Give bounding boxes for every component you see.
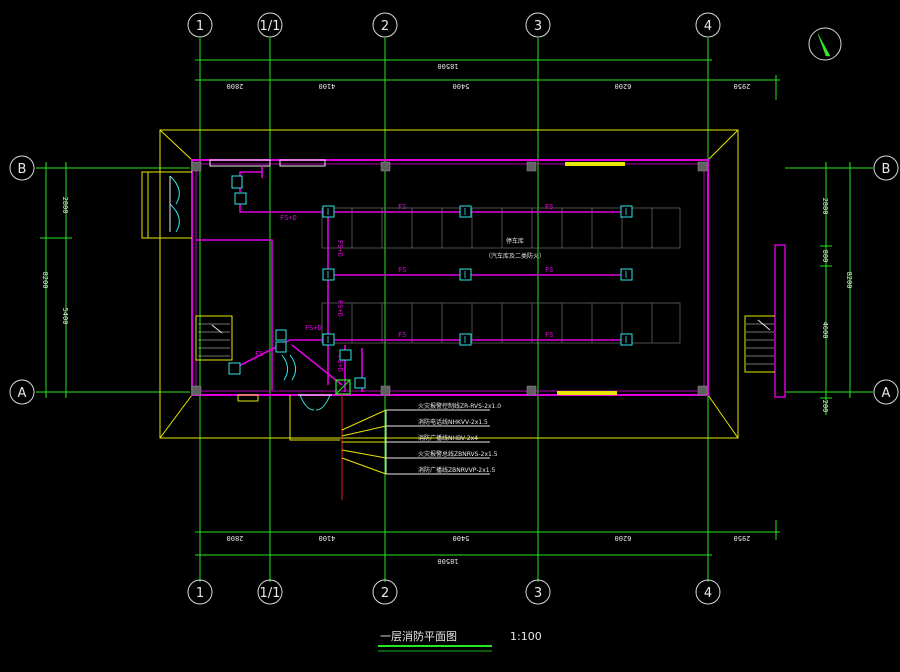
parking-stalls: 停车库 （汽车库及二类防火）: [321, 207, 681, 344]
window-bottom: [557, 391, 617, 395]
axis-1-bottom: 1: [196, 586, 204, 601]
right-stair: [744, 244, 786, 398]
bottom-door: [289, 394, 340, 441]
roof-outline: [159, 129, 739, 439]
right-dim-1: 2800: [821, 198, 829, 215]
right-dimension-lines: [820, 162, 851, 415]
left-dim-1: 2800: [61, 197, 69, 214]
bottom-dim-3: 5400: [453, 534, 470, 542]
pipe-label-fs-4: FS: [545, 266, 553, 274]
bottom-dim-2: 4100: [319, 534, 336, 542]
legend-item-4: 火灾报警总线ZBNRVS-2x1.5: [418, 450, 498, 458]
axis-a-left: A: [18, 386, 27, 401]
top-dim-5: 2950: [734, 82, 751, 90]
pipe-label-fsd-5: FS+D: [336, 355, 344, 372]
pipe-label-fsd-3: FS+D: [336, 240, 344, 257]
left-entry-porch: [141, 171, 192, 239]
axis-3-bottom: 3: [534, 586, 542, 601]
right-total-dim: 8200: [845, 272, 853, 289]
legend-item-3: 消防广播线NHBV-2x4: [418, 434, 478, 442]
bottom-dim-5: 2950: [734, 534, 751, 542]
pipe-label-fsd-2: FS+D: [305, 324, 322, 332]
axis-3-top: 3: [534, 19, 542, 34]
columns: [191, 161, 708, 396]
top-dim-2: 4100: [319, 82, 336, 90]
pipe-label-fs-7: FS: [255, 350, 263, 358]
pipe-label-fs-2: FS: [545, 203, 553, 211]
pipe-label-fsd-1: FS+D: [280, 214, 297, 222]
legend-texts: 火灾报警控制线ZR-RVS-2x1.0 消防电话线NHKVV-2x1.5 消防广…: [418, 402, 501, 474]
parking-subtitle: （汽车库及二类防火）: [485, 252, 545, 260]
legend-item-5: 消防广播线ZBNRVVP-2x1.5: [418, 466, 496, 474]
axis-1-1-top: 1/1: [260, 19, 281, 34]
left-total-dim: 8200: [41, 272, 49, 289]
fire-pipes: [234, 166, 628, 392]
right-dim-3: 4600: [821, 322, 829, 339]
bottom-grid-bubbles: 1 1/1 2 3 4: [187, 579, 721, 605]
top-dim-4: 6200: [615, 82, 632, 90]
right-dim-4: 200: [821, 400, 829, 413]
window-bottom-left: [237, 394, 259, 402]
axis-a-right: A: [882, 386, 891, 401]
left-dimension-texts: 8200 2800 5400: [41, 197, 69, 325]
building-walls: [191, 159, 709, 402]
window-top-left-2: [279, 159, 326, 167]
pipe-label-fsd-4: FS+D: [336, 300, 344, 317]
parking-title: 停车库: [506, 237, 524, 245]
left-dimension-lines: [40, 162, 72, 398]
top-dimension-lines: [195, 59, 780, 100]
legend-item-1: 火灾报警控制线ZR-RVS-2x1.0: [418, 402, 501, 410]
horizontal-grid-lines: [36, 167, 873, 393]
axis-2-top: 2: [381, 19, 389, 34]
right-dimension-texts: 8200 2800 800 4600 200: [821, 198, 853, 413]
bottom-dimension-lines: [195, 520, 780, 556]
side-grid-bubbles: B A B A: [9, 155, 899, 405]
north-arrow-icon: [808, 27, 842, 61]
detectors: [228, 175, 633, 389]
axis-1-top: 1: [196, 19, 204, 34]
left-dim-2: 5400: [61, 308, 69, 325]
detector-marks: [327, 208, 627, 343]
pipe-label-fs-5: FS: [398, 331, 406, 339]
pipe-label-fs-1: FS: [398, 203, 406, 211]
top-grid-bubbles: 1 1/1 2 3 4: [187, 12, 721, 38]
axis-b-right: B: [882, 162, 891, 177]
axis-1-1-bottom: 1/1: [260, 586, 281, 601]
bottom-total-dim: 18500: [437, 557, 458, 565]
axis-b-left: B: [18, 162, 27, 177]
top-total-dim: 18500: [437, 62, 458, 70]
stair-room: [195, 239, 273, 390]
top-dim-1: 2800: [227, 82, 244, 90]
window-top: [565, 162, 625, 166]
pipe-labels: FS+D FS FS FS FS FS FS FS+D FS+D FS+D FS…: [255, 203, 553, 372]
bottom-dim-4: 6200: [615, 534, 632, 542]
top-dimension-texts: 18500 2800 4100 5400 6200 2950: [227, 62, 751, 90]
axis-2-bottom: 2: [381, 586, 389, 601]
pipe-label-fs-3: FS: [398, 266, 406, 274]
right-dim-2: 800: [821, 250, 829, 263]
drawing-title: 一层消防平面图: [380, 629, 457, 643]
vertical-grid-lines: [199, 38, 709, 582]
top-dim-3: 5400: [453, 82, 470, 90]
fire-control-riser: [281, 354, 351, 395]
title-block: 一层消防平面图 1:100: [378, 629, 542, 652]
bottom-dimension-texts: 2800 4100 5400 6200 2950 18500: [227, 534, 751, 565]
bottom-dim-1: 2800: [227, 534, 244, 542]
axis-4-top: 4: [704, 19, 712, 34]
window-top-left: [209, 159, 271, 167]
drawing-scale: 1:100: [510, 630, 542, 643]
pipe-label-fs-6: FS: [545, 331, 553, 339]
legend-item-2: 消防电话线NHKVV-2x1.5: [418, 418, 488, 426]
legend-leaders: [341, 394, 490, 500]
axis-4-bottom: 4: [704, 586, 712, 601]
